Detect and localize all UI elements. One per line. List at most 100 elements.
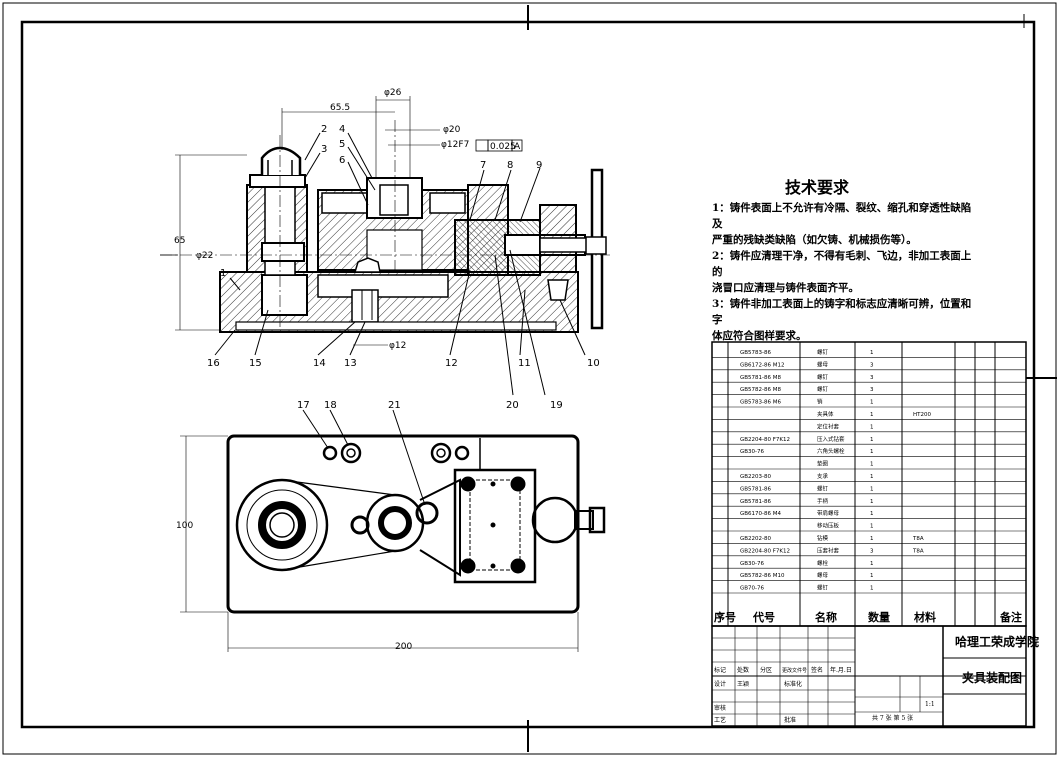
bom-name: 支承: [817, 472, 829, 480]
drawing-scale: 1:1: [925, 701, 935, 708]
bom-code: GB6172-86 M12: [740, 362, 785, 368]
bom-code: GB6170-86 M4: [740, 511, 782, 517]
dim-phi12: φ12: [389, 341, 406, 351]
drawing-title: 夹具装配图: [962, 670, 1022, 685]
bom-name: 夹具体: [817, 410, 834, 418]
dim-phi12f7: φ12F7: [441, 140, 469, 150]
dim-phi20: φ20: [443, 125, 461, 135]
bom-name: 垫圈: [817, 460, 829, 468]
tb-count: 处数: [737, 666, 749, 674]
dim-datum: A: [514, 142, 521, 152]
bom-code: GB5783-86: [740, 350, 772, 356]
bom-code: GB5781-86 M8: [740, 375, 782, 381]
front-section-view: [160, 96, 610, 396]
tech-line: 3：铸件非加工表面上的铸字和标志应清晰可辨，位置和字: [712, 298, 972, 326]
bom-name: 压入式钻套: [817, 435, 845, 443]
bom-header-qty: 数量: [868, 610, 890, 624]
callout-6: 6: [339, 155, 345, 166]
bom-qty: 3: [870, 548, 874, 554]
callout-19: 19: [550, 400, 563, 411]
tech-requirements: 1：铸件表面上不允许有冷隔、裂纹、缩孔和穿透性缺陷及 严重的残缺类缺陷（如欠铸、…: [712, 200, 977, 344]
callout-1: 1: [220, 268, 226, 279]
bom-code: GB30-76: [740, 449, 765, 455]
callout-8: 8: [507, 160, 513, 171]
bom-header-seq: 序号: [714, 610, 736, 624]
bom-qty: 1: [870, 437, 874, 443]
tb-process: 工艺: [714, 716, 726, 724]
callout-18: 18: [324, 400, 337, 411]
tb-designer: 王颖: [737, 680, 749, 688]
bom-qty: 1: [870, 462, 874, 468]
sheet-count: 共 7 张 第 5 张: [872, 714, 913, 722]
callout-17: 17: [297, 400, 310, 411]
tb-review: 审核: [714, 704, 726, 712]
bom-code: GB5782-86 M8: [740, 387, 782, 393]
callout-20: 20: [506, 400, 519, 411]
bom-code: GB5783-86 M6: [740, 400, 782, 406]
bom-material: T8A: [912, 548, 924, 554]
bom-qty: 1: [870, 486, 874, 492]
bom-qty: 1: [870, 524, 874, 530]
bom-name: 压套衬套: [817, 546, 840, 554]
tech-line: 浇冒口应清理与铸件表面齐平。: [712, 282, 859, 294]
dimension-labels: 65.5 φ26 φ20 φ12F7 0.025 A 65 φ22 φ12 10…: [174, 88, 521, 652]
title-block: [711, 625, 1027, 727]
bom-qty: 1: [870, 511, 874, 517]
tb-zone: 分区: [760, 666, 772, 674]
bom-qty: 3: [870, 375, 874, 381]
bom-qty: 1: [870, 449, 874, 455]
bom-qty: 1: [870, 561, 874, 567]
bom-name: 螺钉: [817, 385, 829, 393]
bom-qty: 1: [870, 499, 874, 505]
bom-header-note: 备注: [999, 610, 1022, 624]
callout-4: 4: [339, 124, 345, 135]
bom-qty: 1: [870, 424, 874, 430]
callout-16: 16: [207, 358, 220, 369]
callout-3: 3: [321, 144, 327, 155]
title-block-text: 哈理工荣成学院 夹具装配图 共 7 张 第 5 张 1:1 标记 处数 分区 更…: [714, 634, 1039, 724]
dim-65-5: 65.5: [330, 103, 350, 113]
bom-qty: 1: [870, 400, 874, 406]
bill-of-materials: [711, 341, 1027, 627]
bom-header-code: 代号: [752, 610, 775, 624]
bom-qty: 1: [870, 412, 874, 418]
bom-name: 螺钉: [817, 484, 829, 492]
bom-header: 序号 代号 名称 数量 材料 备注: [714, 610, 1022, 624]
bom-name: 螺钉: [817, 373, 829, 381]
top-view: [180, 409, 606, 652]
bom-code: GB5782-86 M10: [740, 573, 785, 579]
bom-code: GB5781-86: [740, 486, 772, 492]
dim-tolerance: 0.025: [490, 142, 516, 152]
bom-code: GB30-76: [740, 561, 765, 567]
bom-code: GB70-76: [740, 586, 765, 592]
bom-material: HT200: [913, 412, 931, 418]
tech-line: 1：铸件表面上不允许有冷隔、裂纹、缩孔和穿透性缺陷及: [712, 202, 972, 230]
bom-header-mat: 材料: [914, 610, 936, 624]
callout-12: 12: [445, 358, 458, 369]
tb-design: 设计: [714, 680, 726, 688]
school-name: 哈理工荣成学院: [955, 634, 1039, 649]
dim-phi26: φ26: [384, 88, 402, 98]
bom-qty: 3: [870, 362, 874, 368]
tb-standard: 标准化: [784, 680, 802, 688]
callout-9: 9: [536, 160, 542, 171]
bom-qty: 1: [870, 474, 874, 480]
bom-header-name: 名称: [815, 610, 837, 624]
bom-qty: 1: [870, 573, 874, 579]
dim-100: 100: [176, 521, 193, 531]
bom-name: 销: [817, 398, 823, 406]
bom-name: 螺钉: [817, 584, 829, 592]
callout-21: 21: [388, 400, 401, 411]
bom-name: 带肩螺母: [817, 509, 840, 517]
bom-name: 螺栓: [817, 559, 829, 567]
tb-change-doc: 更改文件号: [782, 667, 807, 674]
callout-10: 10: [587, 358, 600, 369]
bom-code: GB5781-86: [740, 499, 772, 505]
bom-name: 六角头螺栓: [817, 447, 845, 455]
tb-approve: 批准: [784, 716, 796, 724]
tb-mark: 标记: [714, 666, 726, 674]
bom-code: GB2203-80: [740, 474, 772, 480]
